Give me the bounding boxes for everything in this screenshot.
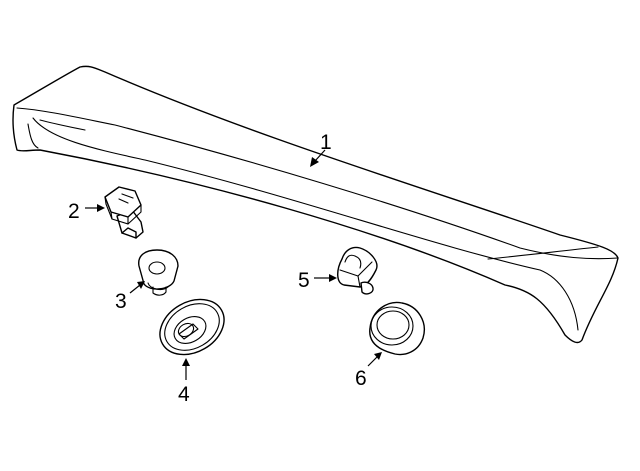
arrowhead-2	[97, 204, 105, 212]
callout-label-6: 6	[355, 367, 367, 390]
callout-5: 5	[298, 269, 337, 292]
arrowhead-3	[137, 281, 145, 289]
hex-bolt-icon	[104, 186, 144, 239]
callout-6: 6	[355, 352, 382, 390]
arrowhead-4	[182, 358, 190, 366]
callout-label-3: 3	[115, 290, 127, 313]
flange-nut-icon	[138, 249, 179, 296]
retainer-clip-icon	[337, 246, 378, 295]
callout-label-5: 5	[298, 269, 310, 292]
arrowhead-6	[374, 352, 382, 360]
leader-line-1	[314, 149, 326, 162]
callout-4: 4	[178, 358, 190, 406]
callout-1: 1	[310, 131, 332, 167]
arrowhead-5	[329, 274, 337, 282]
leader-line-3	[129, 284, 141, 294]
leader-line-6	[367, 356, 378, 367]
callout-label-2: 2	[68, 200, 80, 223]
rubber-cap-icon	[369, 301, 425, 356]
callout-label-1: 1	[320, 131, 332, 154]
spoiler-icon	[12, 65, 619, 344]
callout-label-4: 4	[178, 383, 190, 406]
callout-3: 3	[115, 281, 145, 313]
callout-2: 2	[68, 200, 105, 223]
grommet-seal-icon	[159, 298, 225, 356]
arrowhead-1	[310, 157, 319, 167]
